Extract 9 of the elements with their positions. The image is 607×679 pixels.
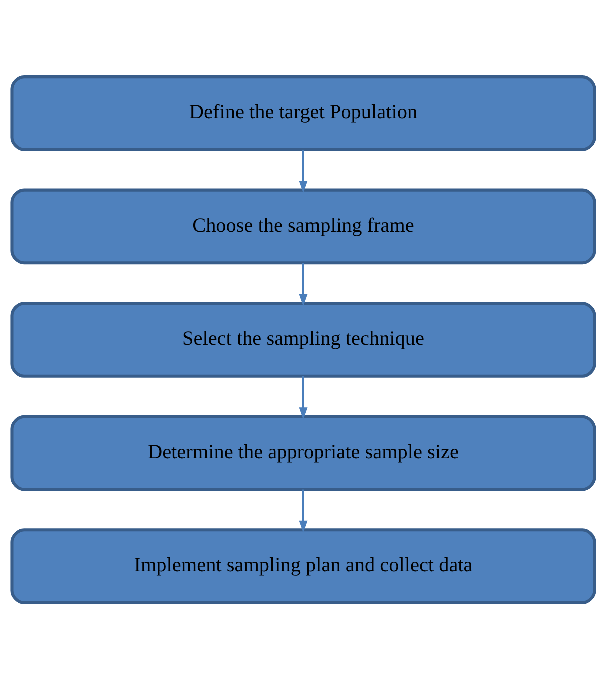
arrow (299, 489, 308, 533)
node-box: Determine the appropriate sample size (10, 414, 596, 491)
node-box: Select the sampling technique (10, 302, 596, 378)
arrow (299, 149, 308, 193)
node-box: Choose the sampling frame (10, 188, 596, 264)
node-box: Define the target Population (10, 75, 596, 151)
node-box: Implement sampling plan and collect data (10, 528, 596, 604)
arrow (299, 262, 308, 306)
arrow (299, 376, 308, 420)
